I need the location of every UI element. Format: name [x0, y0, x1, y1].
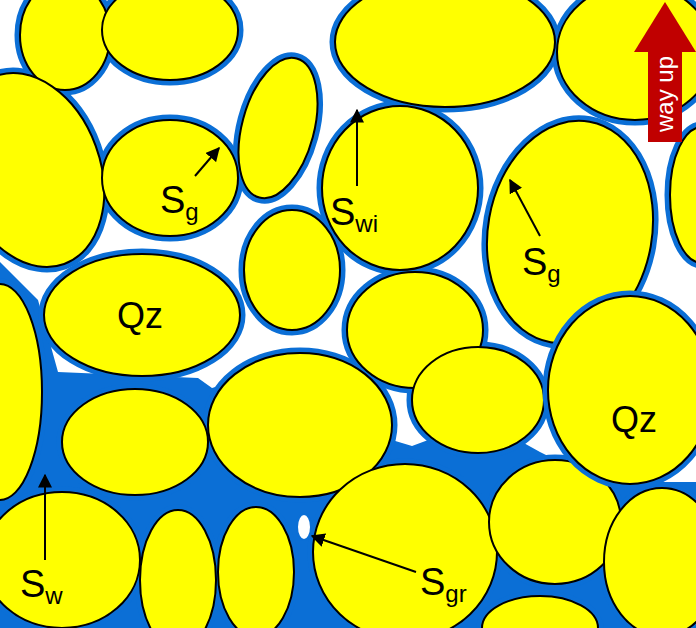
quartz-grain: Qz	[544, 292, 696, 488]
leader-line	[44, 475, 46, 560]
saturation-label: Sg	[160, 178, 199, 227]
saturation-label: Sg	[522, 240, 561, 289]
leader-line	[312, 536, 416, 572]
arrow-label: way up	[653, 56, 677, 132]
grain-label: Qz	[117, 298, 163, 334]
residual-gas-bubble	[297, 514, 311, 540]
water-film	[548, 296, 696, 484]
leader-line	[195, 148, 219, 176]
saturation-label: Sw	[20, 562, 63, 611]
leader-line	[510, 180, 540, 236]
grain-outline	[544, 292, 696, 488]
way-up-arrow: way up	[634, 2, 696, 142]
water-film	[44, 254, 240, 376]
leader-line	[356, 110, 358, 186]
arrow-head	[634, 2, 696, 52]
saturation-label: Swi	[330, 190, 378, 239]
saturation-label: Sgr	[420, 560, 467, 609]
quartz-grain-body	[44, 254, 240, 376]
quartz-grain: Qz	[40, 250, 244, 380]
grain-label: Qz	[611, 402, 657, 438]
quartz-grain-body	[548, 296, 696, 484]
arrow-shaft	[648, 50, 682, 142]
